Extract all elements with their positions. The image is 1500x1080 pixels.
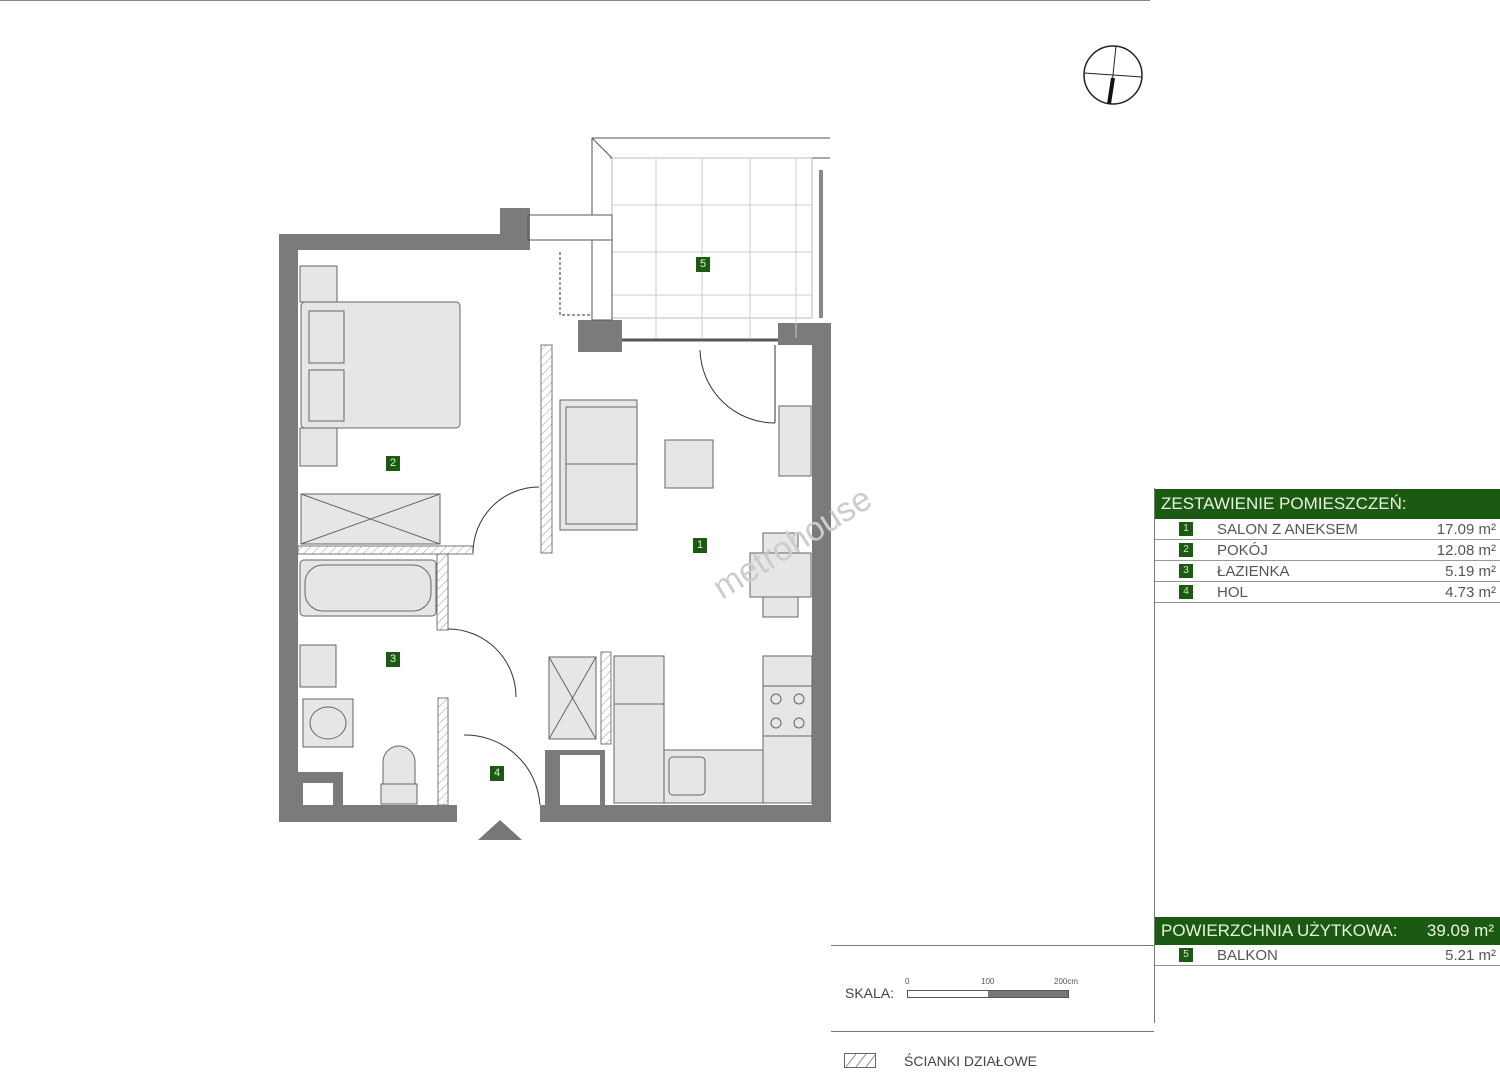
doors	[447, 252, 776, 806]
divider-line	[831, 1031, 1154, 1032]
room-label-4: 4	[490, 766, 504, 781]
room-name: BALKON	[1217, 946, 1278, 964]
floor-plan: metrohouse	[279, 137, 879, 840]
room-area: 17.09 m²	[1436, 520, 1496, 538]
divider-line	[831, 945, 1154, 946]
room-number: 3	[1179, 564, 1193, 578]
room-area: 5.19 m²	[1445, 562, 1496, 580]
entrance-arrow-icon	[478, 820, 522, 840]
top-border-line	[0, 0, 1150, 1]
scale-label: SKALA:	[845, 985, 895, 1001]
room-number: 4	[1179, 585, 1193, 599]
room-label-1: 1	[693, 538, 707, 553]
table-row: 4 HOL 4.73 m²	[1155, 582, 1500, 603]
scale-tick-200: 200cm	[1054, 977, 1079, 986]
room-name: HOL	[1217, 583, 1248, 601]
scale-tick-0: 0	[905, 977, 910, 986]
table-row: 1 SALON Z ANEKSEM 17.09 m²	[1155, 519, 1500, 540]
scale-bar	[907, 990, 1069, 998]
usable-area-value: 39.09 m²	[1426, 921, 1494, 940]
furniture	[299, 265, 813, 805]
partition-walls	[297, 344, 612, 806]
room-name: ŁAZIENKA	[1217, 562, 1290, 580]
scale-tick-100: 100	[981, 977, 995, 986]
panel-divider	[1154, 488, 1155, 1023]
room-label-2: 2	[386, 456, 400, 471]
table-row: 3 ŁAZIENKA 5.19 m²	[1155, 561, 1500, 582]
room-area: 12.08 m²	[1436, 541, 1496, 559]
table-title: ZESTAWIENIE POMIESZCZEŃ:	[1161, 494, 1407, 513]
room-area: 5.21 m²	[1445, 946, 1496, 964]
rooms-table: ZESTAWIENIE POMIESZCZEŃ: 1 SALON Z ANEKSE…	[1155, 489, 1500, 603]
rooms-table-title: ZESTAWIENIE POMIESZCZEŃ:	[1155, 489, 1500, 519]
table-row-balcony: 5 BALKON 5.21 m²	[1155, 945, 1500, 966]
room-number: 1	[1179, 522, 1193, 536]
table-row: 2 POKÓJ 12.08 m²	[1155, 540, 1500, 561]
room-number: 2	[1179, 543, 1193, 557]
room-label-3: 3	[386, 652, 400, 667]
room-number: 5	[1179, 948, 1193, 962]
room-name: POKÓJ	[1217, 541, 1268, 559]
partition-legend-label: ŚCIANKI DZIAŁOWE	[904, 1053, 1038, 1069]
usable-area-summary: POWIERZCHNIA UŻYTKOWA: 39.09 m² 5 BALKON 5.…	[1155, 917, 1500, 966]
usable-area-label: POWIERZCHNIA UŻYTKOWA:	[1161, 921, 1398, 940]
room-area: 4.73 m²	[1445, 583, 1496, 601]
room-label-5: 5	[696, 257, 710, 272]
room-name: SALON Z ANEKSEM	[1217, 520, 1358, 538]
north-compass-icon	[1083, 45, 1143, 105]
partition-hatch-icon	[844, 1053, 876, 1068]
balcony	[527, 137, 830, 342]
